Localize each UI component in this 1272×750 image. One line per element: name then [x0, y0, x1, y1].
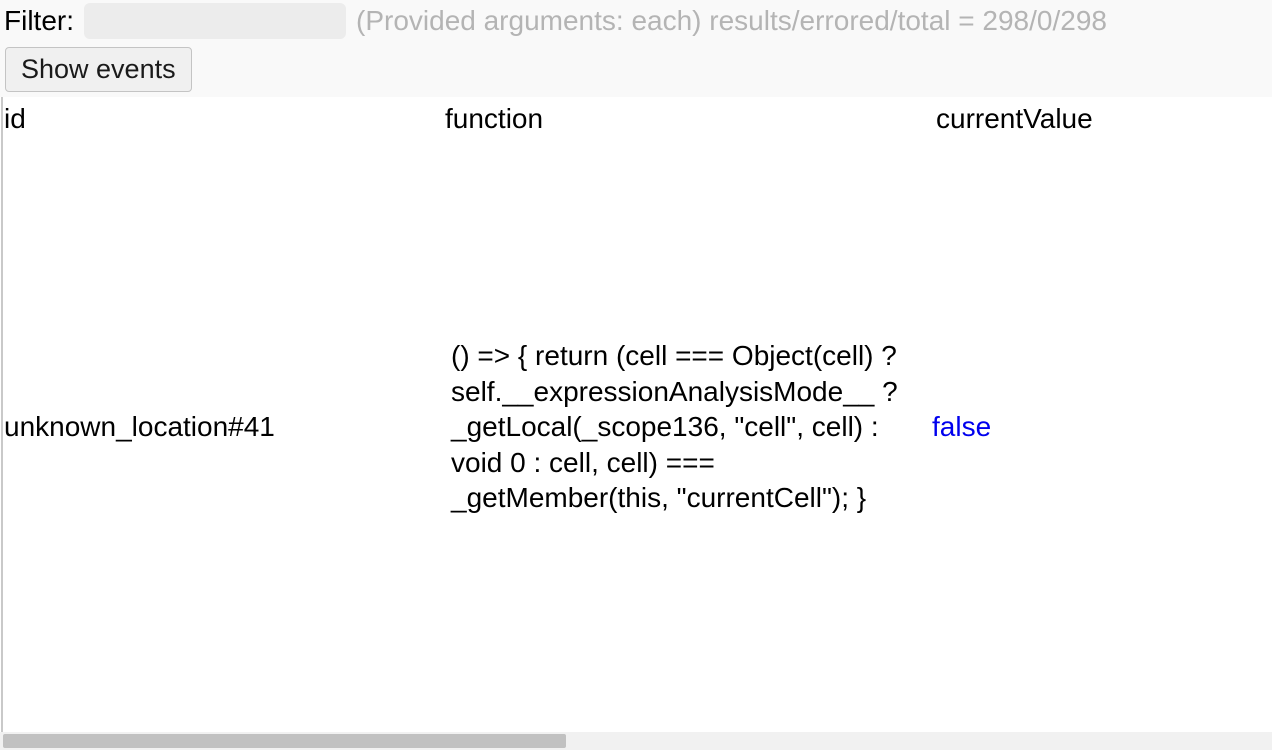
filter-label: Filter: — [4, 5, 74, 36]
horizontal-scrollbar[interactable] — [0, 732, 1272, 750]
column-header-id[interactable]: id — [4, 103, 26, 134]
table-header: id function currentValue — [0, 97, 1272, 142]
cell-current-value — [932, 712, 1272, 732]
cell-function: () => { return (cell === Object(cell) — [441, 712, 932, 732]
column-header-currentvalue[interactable]: currentValue — [936, 103, 1093, 134]
horizontal-scrollbar-thumb[interactable] — [3, 734, 566, 748]
cell-id — [0, 712, 441, 732]
table-header-row: id function currentValue — [0, 97, 1272, 142]
filter-input[interactable] — [84, 3, 346, 39]
show-events-button[interactable]: Show events — [5, 47, 192, 92]
table-row[interactable]: () => { return (cell === Object(cell) — [0, 712, 1272, 732]
table-left-border — [1, 97, 3, 732]
cell-current-value: false — [932, 411, 992, 443]
results-table: id function currentValue unknown_locatio… — [0, 97, 1272, 732]
table-row[interactable]: unknown_location#41 () => { return (cell… — [0, 142, 1272, 712]
cell-id: unknown_location#41 — [4, 411, 275, 443]
table-body: unknown_location#41 () => { return (cell… — [0, 142, 1272, 732]
events-row: Show events — [0, 45, 1272, 95]
results-table-scroll-area[interactable]: id function currentValue unknown_locatio… — [0, 97, 1272, 732]
column-header-function[interactable]: function — [445, 103, 544, 134]
filter-row: Filter: (Provided arguments: each) resul… — [0, 0, 1272, 42]
cell-function: () => { return (cell === Object(cell) ? … — [451, 340, 898, 514]
results-stats-text: (Provided arguments: each) results/error… — [356, 5, 1107, 36]
toolbar: Filter: (Provided arguments: each) resul… — [0, 0, 1272, 97]
